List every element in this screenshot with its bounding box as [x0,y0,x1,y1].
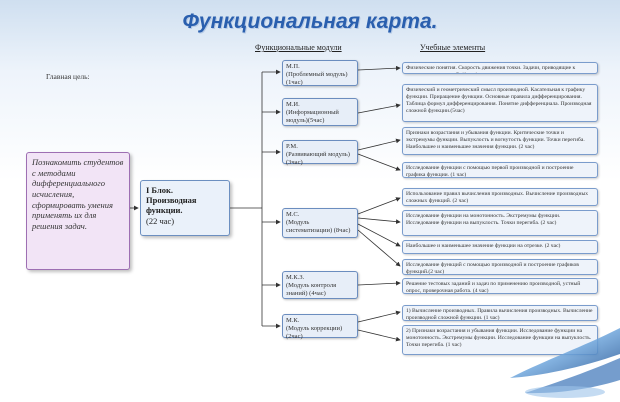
block-title: I Блок. Производная функции. [146,185,224,216]
element-9: Решение тестовых заданий и задач по прим… [402,278,598,294]
module-code: М.К. [286,317,354,325]
module-developing: Р.М. (Развивающий модуль)(3час) [282,140,358,164]
module-correction: М.К. (Модуль коррекции)(2час) [282,314,358,338]
element-8: Исследование функций с помощью производн… [402,259,598,275]
module-problem: М.П. (Проблемный модуль)(1час) [282,60,358,86]
module-name: (Информационный модуль)(5час) [286,109,354,125]
module-name: (Модуль коррекции)(2час) [286,325,354,341]
element-3: Признаки возрастания и убывания функции.… [402,127,598,155]
module-code: М.П. [286,63,354,71]
module-name: (Модуль систематизации) (8час) [286,219,354,235]
element-1: Физические понятия. Скорость движения то… [402,62,598,74]
block-hours: (22 час) [146,216,224,226]
module-code: М.С. [286,211,354,219]
element-4: Исследование функции с помощью первой пр… [402,162,598,178]
module-code: Р.М. [286,143,354,151]
element-7: Наибольшее и наименьшее значение функции… [402,240,598,254]
element-2: Физический и геометрический смысл произв… [402,84,598,122]
module-knowledge-control: М.К.З. (Модуль контроля знаний) (4час) [282,271,358,299]
element-5: Использование правил вычисления производ… [402,188,598,206]
block-box: I Блок. Производная функции. (22 час) [140,180,230,236]
module-name: (Проблемный модуль)(1час) [286,71,354,87]
decorative-wave-image [470,318,620,402]
module-information: М.И. (Информационный модуль)(5час) [282,98,358,126]
module-systematization: М.С. (Модуль систематизации) (8час) [282,208,358,238]
element-6: Исследование функции на монотонность. Эк… [402,210,598,236]
module-name: (Развивающий модуль)(3час) [286,151,354,167]
module-name: (Модуль контроля знаний) (4час) [286,282,354,298]
goal-box: Познакомить студентов с методами диффере… [26,152,130,270]
module-code: М.И. [286,101,354,109]
module-code: М.К.З. [286,274,354,282]
